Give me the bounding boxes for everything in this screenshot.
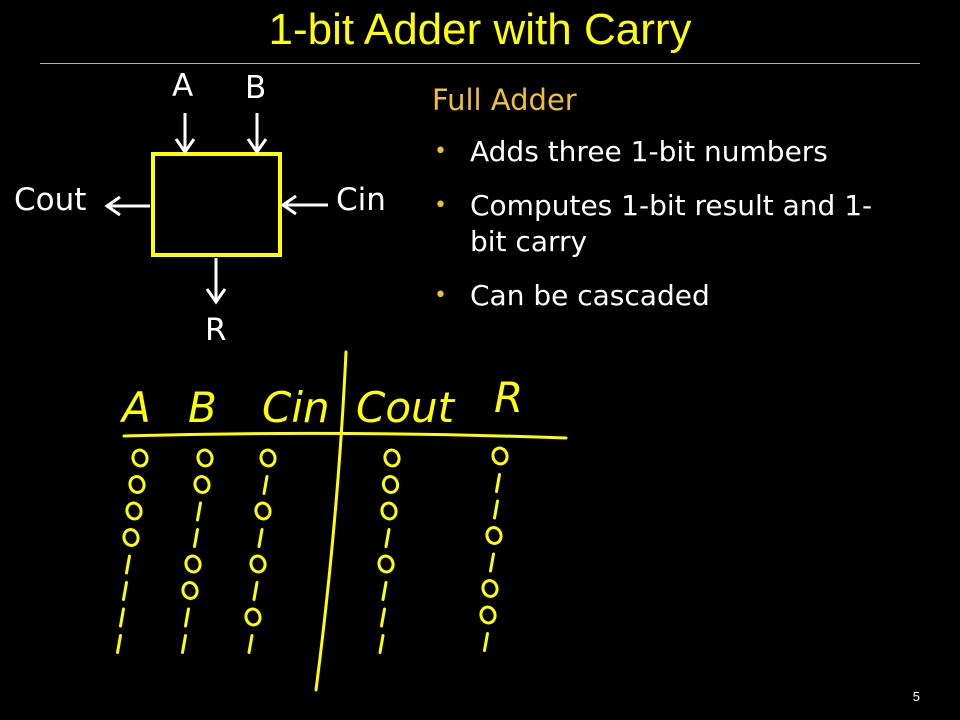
input-b-arrow (246, 113, 268, 155)
bullet-item: •Computes 1-bit result and 1-bit carry (434, 189, 873, 258)
table-cell-r-row-1 (491, 446, 509, 466)
table-cell-cin-row-3 (254, 501, 272, 521)
table-cell-cin-row-1 (259, 448, 277, 468)
table-cell-b-row-2 (193, 475, 211, 494)
table-cell-r-row-2 (495, 473, 501, 493)
label-a: A (172, 68, 194, 104)
table-cell-a-row-6 (122, 581, 128, 601)
label-b: B (245, 70, 267, 106)
bullet-list: •Adds three 1-bit numbers •Computes 1-bi… (432, 134, 932, 314)
table-cell-cin-row-8 (247, 634, 254, 654)
table-cell-r-row-3 (493, 499, 499, 520)
result-arrow (205, 258, 227, 305)
bullet-icon: • (434, 283, 447, 308)
table-cell-b-row-5 (184, 554, 202, 574)
table-cell-cout-row-3 (380, 501, 398, 521)
content-heading: Full Adder (432, 83, 577, 117)
table-cell-a-row-8 (116, 634, 122, 654)
table-column-divider (314, 350, 348, 692)
table-header-rule (122, 431, 568, 440)
page-number: 5 (912, 689, 920, 704)
table-cell-a-row-4 (122, 528, 140, 547)
table-cell-a-row-5 (125, 554, 131, 575)
table-cell-cout-row-5 (377, 554, 395, 574)
table-cell-r-row-4 (485, 526, 503, 545)
table-cell-cin-row-2 (262, 475, 269, 495)
table-cell-cin-row-4 (257, 528, 264, 548)
table-cell-r-row-7 (479, 605, 497, 625)
label-r: R (205, 312, 227, 348)
table-header-cout: Cout (356, 383, 456, 432)
table-cell-b-row-4 (193, 528, 199, 548)
carry-in-arrow (280, 194, 328, 216)
table-cell-a-row-7 (119, 607, 125, 628)
table-cell-cin-row-7 (244, 607, 262, 627)
table-cell-b-row-8 (181, 634, 187, 654)
table-cell-b-row-3 (196, 501, 202, 522)
table-cell-r-row-6 (481, 579, 499, 598)
table-cell-a-row-3 (125, 501, 143, 521)
table-cell-cout-row-1 (383, 448, 401, 468)
slide-title: 1-bit Adder with Carry (268, 5, 692, 54)
title-divider (40, 63, 920, 64)
table-header-a: A (119, 383, 151, 432)
bullet-item: •Can be cascaded (434, 279, 710, 312)
label-cin: Cin (336, 182, 386, 218)
table-header-r: R (494, 373, 523, 422)
table-cell-cout-row-2 (381, 475, 400, 494)
table-cell-cout-row-7 (380, 607, 386, 628)
table-cell-cout-row-4 (384, 528, 391, 548)
table-cell-cout-row-6 (381, 581, 388, 601)
table-cell-cout-row-8 (378, 634, 385, 654)
table-cell-r-row-8 (483, 632, 489, 652)
table-cell-b-row-1 (196, 448, 214, 468)
table-header-b: B (188, 383, 217, 432)
table-cell-a-row-2 (128, 475, 146, 494)
table-cell-cin-row-5 (249, 554, 267, 574)
bullet-icon: • (434, 193, 447, 218)
table-cell-r-row-5 (489, 552, 495, 573)
table-cell-b-row-6 (181, 581, 199, 600)
adder-box (151, 152, 282, 257)
table-cell-a-row-1 (131, 448, 149, 468)
label-cout: Cout (14, 182, 87, 218)
table-cell-b-row-7 (184, 607, 190, 628)
carry-out-arrow (104, 195, 150, 217)
table-cell-cin-row-6 (252, 581, 259, 601)
bullet-icon: • (434, 139, 447, 164)
bullet-item: •Adds three 1-bit numbers (434, 135, 828, 168)
content-panel: Full Adder •Adds three 1-bit numbers •Co… (432, 80, 932, 332)
input-a-arrow (174, 113, 196, 155)
table-header-cin: Cin (262, 383, 330, 432)
